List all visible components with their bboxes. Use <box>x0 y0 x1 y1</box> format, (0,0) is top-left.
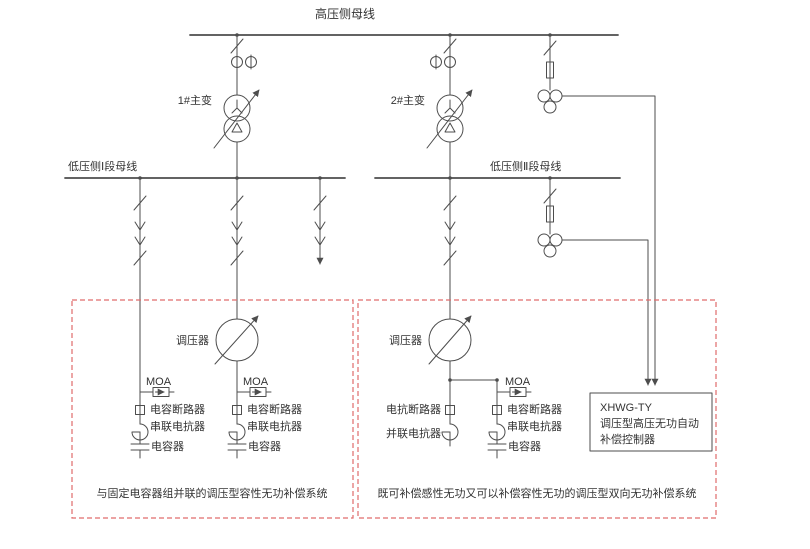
controller-model-label: XHWG-TY <box>600 402 653 414</box>
lv-busbar-2: 低压侧Ⅱ段母线 <box>374 159 621 179</box>
lv-pt-branch <box>537 176 563 258</box>
series-reactor-label: 串联电抗器 <box>150 419 205 433</box>
capacitor-label: 电容器 <box>151 439 184 453</box>
transformer-1-symbol <box>213 89 260 149</box>
right-regulator-bay: 调压器 电抗断路器 并联电抗器 <box>386 177 499 447</box>
lv-busbar-2-label: 低压侧Ⅱ段母线 <box>490 159 561 173</box>
hv-busbar-label: 高压侧母线 <box>315 6 375 21</box>
outgoing-feeder <box>313 176 327 265</box>
pt-icon <box>537 89 563 114</box>
right-capacitive-branch: MOA 电容断路器 串联电抗器 电容器 <box>487 376 562 459</box>
pt-icon <box>537 233 563 258</box>
left-regulator-symbol <box>214 315 259 365</box>
moa-label: MOA <box>146 376 172 388</box>
controller-box: XHWG-TY 调压型高压无功自动 补偿控制器 <box>589 392 713 452</box>
capacitor-icon <box>487 443 507 451</box>
transformer-2-label: 2#主变 <box>391 93 425 107</box>
capacitor-breaker-label: 电容断路器 <box>247 402 302 416</box>
capacitor-label: 电容器 <box>508 439 541 453</box>
transformer-2-bay: 2#主变 <box>391 33 473 180</box>
controller-name-line2: 补偿控制器 <box>600 432 655 446</box>
arrester-icon <box>140 388 174 397</box>
regulated-capacitor-branch: 调压器 MOA 电容断路器 串联电抗器 电容器 <box>176 177 302 459</box>
transformer-1-label: 1#主变 <box>178 93 212 107</box>
arrester-icon <box>497 388 531 397</box>
moa-label: MOA <box>505 376 531 388</box>
controller-name-line1: 调压型高压无功自动 <box>600 416 699 430</box>
right-regulator-symbol <box>428 315 472 365</box>
right-system-box: 既可补偿感性无功又可以补偿容性无功的调压型双向无功补偿系统 <box>357 299 717 519</box>
hv-pt-branch <box>537 33 563 114</box>
capacitor-icon <box>130 443 150 451</box>
shunt-reactor-label: 并联电抗器 <box>386 426 441 440</box>
transformer-1-bay: 1#主变 <box>178 33 260 180</box>
capacitor-breaker-label: 电容断路器 <box>507 402 562 416</box>
lv-busbar-1-label: 低压侧Ⅰ段母线 <box>68 159 137 173</box>
capacitor-breaker-label: 电容断路器 <box>150 402 205 416</box>
hv-busbar: 高压侧母线 <box>189 6 619 36</box>
arrester-icon <box>237 388 271 397</box>
left-regulator-label: 调压器 <box>176 334 209 347</box>
capacitor-icon <box>227 443 247 451</box>
fixed-capacitor-branch: MOA 电容断路器 串联电抗器 电容器 <box>130 176 205 459</box>
transformer-2-symbol <box>426 89 473 149</box>
capacitor-label: 电容器 <box>248 439 281 453</box>
left-system-box: 与固定电容器组并联的调压型容性无功补偿系统 <box>71 299 354 519</box>
series-reactor-label: 串联电抗器 <box>507 419 562 433</box>
right-regulator-label: 调压器 <box>389 334 422 347</box>
reactor-breaker-label: 电抗断路器 <box>386 402 441 416</box>
lv-busbar-1: 低压侧Ⅰ段母线 <box>64 159 346 179</box>
moa-label: MOA <box>243 376 269 388</box>
series-reactor-label: 串联电抗器 <box>247 419 302 433</box>
controller-signal-lines <box>561 95 659 386</box>
left-system-caption: 与固定电容器组并联的调压型容性无功补偿系统 <box>97 486 328 500</box>
right-system-caption: 既可补偿感性无功又可以补偿容性无功的调压型双向无功补偿系统 <box>378 486 697 500</box>
